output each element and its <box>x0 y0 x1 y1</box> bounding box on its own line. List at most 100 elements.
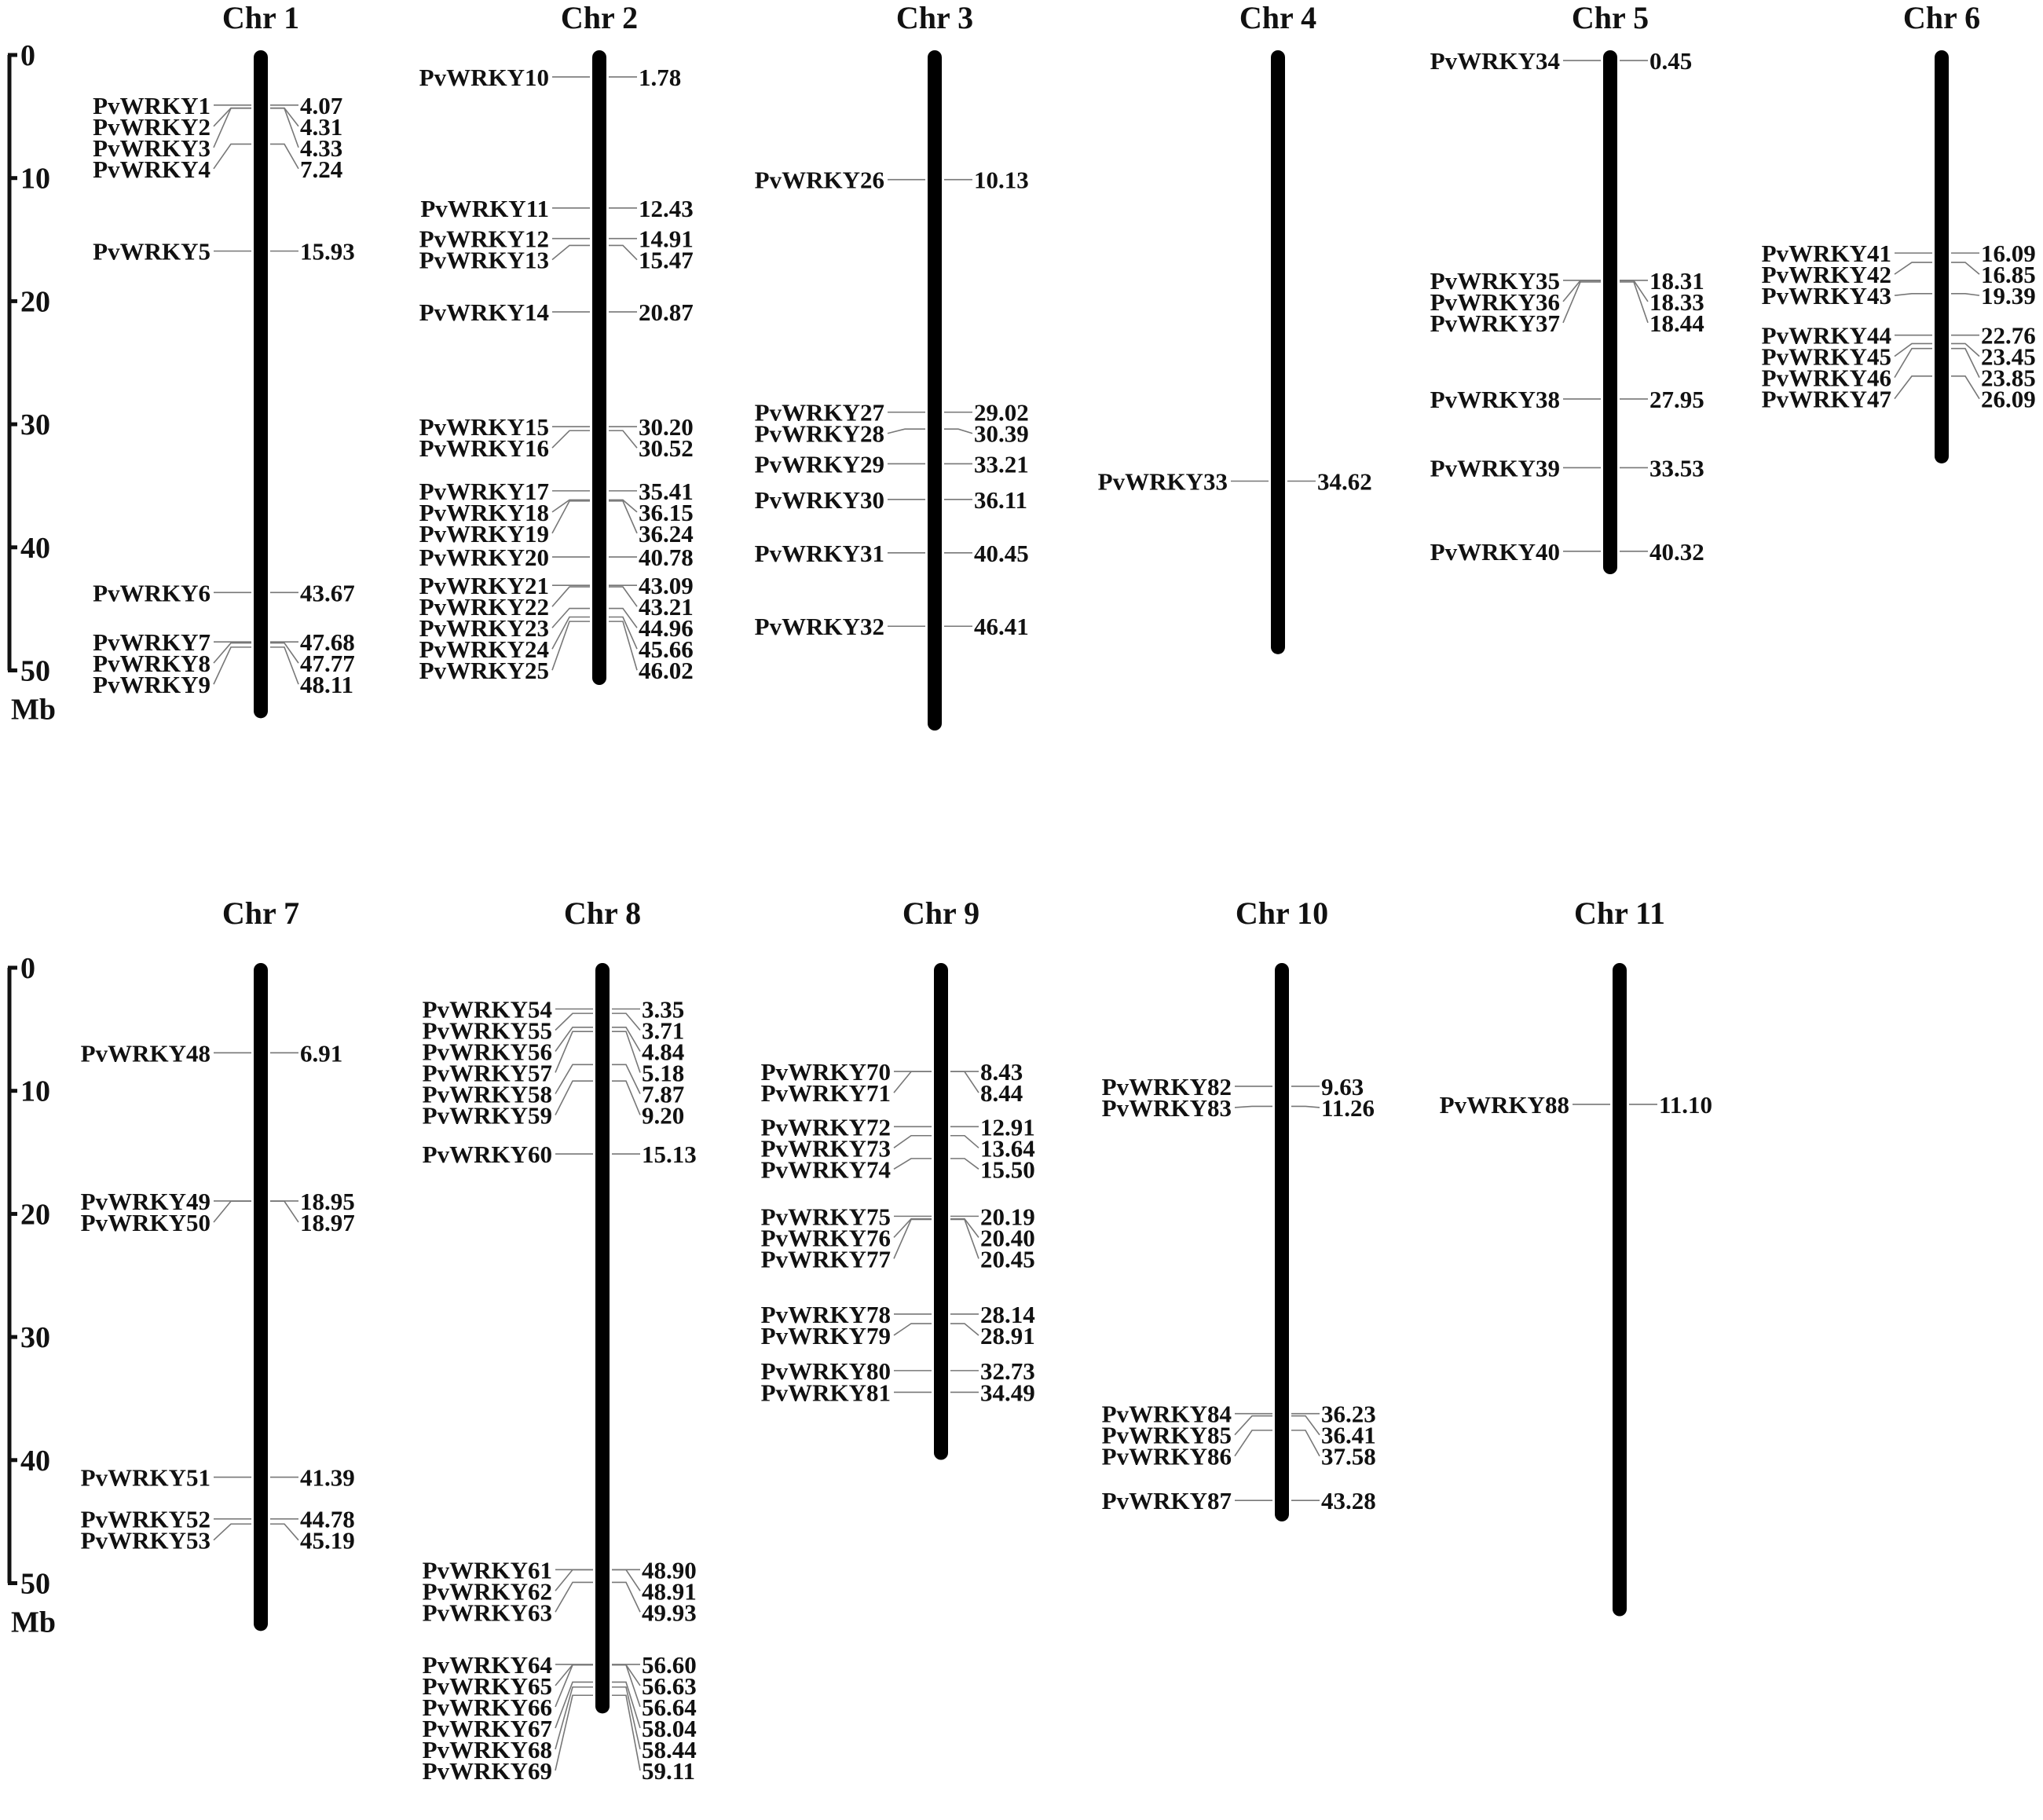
gene-position-label: 47.68 <box>300 628 355 656</box>
gene-position-label: 44.78 <box>300 1506 355 1533</box>
scale-tick-label: 40 <box>20 1445 50 1478</box>
chromosome-bar <box>934 963 948 1460</box>
gene-position-label: 47.77 <box>300 650 355 677</box>
gene-label: PvWRKY81 <box>761 1379 891 1406</box>
gene-position-label: 19.39 <box>1981 282 2036 309</box>
gene-position-label: 56.64 <box>642 1694 697 1721</box>
gene-position-label: 30.52 <box>639 434 694 462</box>
gene-position-label: 56.63 <box>642 1672 697 1700</box>
gene-position-label: 37.58 <box>1321 1443 1376 1470</box>
gene-position-label: 36.15 <box>639 499 694 526</box>
gene-label: PvWRKY79 <box>761 1322 891 1349</box>
gene-connector-right <box>612 1664 641 1708</box>
gene-position-label: 18.31 <box>1649 267 1704 295</box>
chromosome-bar <box>1275 963 1289 1522</box>
gene-label: PvWRKY5 <box>93 238 211 265</box>
scale-tick-label: 0 <box>20 39 35 72</box>
gene-label: PvWRKY20 <box>419 544 549 571</box>
gene-connector-right <box>950 1218 979 1238</box>
gene-position-label: 36.11 <box>974 486 1027 514</box>
gene-connector-left <box>1894 293 1932 296</box>
gene-label: PvWRKY35 <box>1430 267 1560 295</box>
gene-label: PvWRKY66 <box>423 1694 552 1721</box>
gene-label: PvWRKY61 <box>423 1556 552 1584</box>
gene-label: PvWRKY83 <box>1102 1094 1232 1122</box>
gene-connector-left <box>213 642 251 664</box>
gene-marker: PvWRKY44 22.76 <box>1762 322 2036 350</box>
gene-label: PvWRKY48 <box>81 1039 211 1067</box>
gene-connector-right <box>1951 293 1980 296</box>
gene-connector-right <box>612 1080 641 1115</box>
gene-connector-right <box>950 1158 979 1170</box>
gene-connector-right <box>609 499 638 513</box>
gene-label: PvWRKY1 <box>93 92 211 119</box>
gene-label: PvWRKY7 <box>93 628 211 656</box>
scale-tick-label: 40 <box>20 532 50 565</box>
gene-position-label: 48.90 <box>642 1556 697 1584</box>
gene-position-label: 34.62 <box>1317 467 1372 495</box>
gene-label: PvWRKY11 <box>420 195 549 222</box>
gene-connector-left <box>213 108 251 148</box>
gene-label: PvWRKY3 <box>93 134 211 162</box>
scale-tick-label: 20 <box>20 1198 50 1231</box>
gene-label: PvWRKY54 <box>423 995 552 1023</box>
gene-connector-left <box>555 1686 593 1750</box>
gene-position-label: 11.26 <box>1321 1094 1375 1122</box>
gene-connector-left <box>1894 262 1932 275</box>
gene-position-label: 44.96 <box>639 614 694 642</box>
gene-label: PvWRKY4 <box>93 156 211 183</box>
chromosome-title: Chr 9 <box>903 895 979 931</box>
gene-connector-left <box>1562 281 1601 324</box>
gene-label: PvWRKY55 <box>423 1016 552 1044</box>
gene-label: PvWRKY29 <box>755 450 884 478</box>
gene-label: PvWRKY12 <box>419 225 549 253</box>
gene-position-label: 22.76 <box>1981 322 2036 350</box>
gene-connector-right <box>612 1064 641 1094</box>
gene-label: PvWRKY62 <box>423 1577 552 1605</box>
gene-position-label: 34.49 <box>980 1379 1035 1406</box>
scale-tick-label: 50 <box>20 655 50 688</box>
chromosome-title: Chr 3 <box>896 0 973 35</box>
gene-connector-right <box>609 244 638 261</box>
gene-position-label: 23.85 <box>1981 364 2036 392</box>
gene-label: PvWRKY71 <box>761 1079 891 1107</box>
gene-label: PvWRKY63 <box>423 1598 552 1626</box>
gene-connector-right <box>609 621 638 671</box>
gene-position-label: 16.09 <box>1981 240 2036 267</box>
gene-connector-right <box>950 1134 979 1148</box>
chromosome-title: Chr 6 <box>1903 0 1980 35</box>
gene-connector-left <box>1894 347 1932 379</box>
chromosome-title: Chr 8 <box>564 895 641 931</box>
gene-position-label: 13.64 <box>980 1134 1035 1162</box>
gene-label: PvWRKY44 <box>1762 322 1891 350</box>
gene-label: PvWRKY24 <box>419 635 549 663</box>
gene-connector-left <box>213 646 251 685</box>
chromosome-bar <box>254 50 268 719</box>
gene-connector-left <box>555 1064 593 1094</box>
gene-connector-right <box>612 1581 641 1613</box>
